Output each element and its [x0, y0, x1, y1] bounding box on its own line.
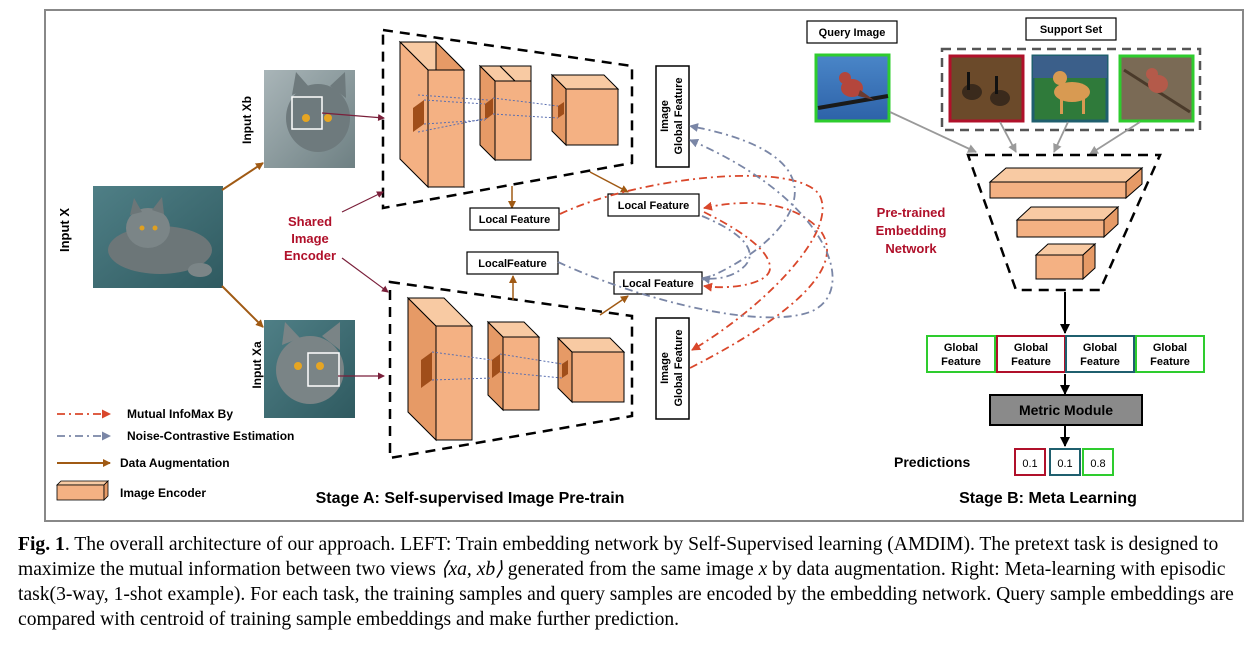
cat-photo-icon: [93, 186, 223, 288]
bottom-global-feature-line2: Global Feature: [673, 329, 685, 406]
embedding-network-frame: [966, 153, 1162, 292]
shared-encoder-line3: Encoder: [284, 248, 336, 263]
top-global-feature-line1: Image: [659, 100, 671, 132]
global-feature-box-3-line1: Global: [1083, 342, 1117, 354]
caption-part3: by data augmentation. Right: Meta-learni…: [18, 559, 1234, 630]
crop-link-top: [321, 112, 385, 122]
input-x-label: Input X: [57, 208, 72, 252]
top-encoder-blocks: [398, 40, 620, 189]
caption-math-x: x: [758, 559, 768, 580]
global-feature-box-4-line2: Feature: [1150, 356, 1190, 368]
global-feature-box-4-line1: Global: [1153, 342, 1187, 354]
mutual-infomax-arrows: [559, 174, 828, 369]
pretrained-line3: Network: [885, 241, 937, 256]
prediction-box-3: 0.8: [1082, 448, 1114, 476]
input-xb-label: Input Xb: [240, 96, 254, 144]
predictions-label: Predictions: [894, 454, 970, 470]
query-image-label-box: [806, 20, 898, 44]
architecture-diagram: Input X Input Xb Input Xa: [44, 9, 1244, 522]
bottom-global-feature-line1: Image: [659, 352, 671, 384]
prediction-box-2: 0.1: [1049, 448, 1081, 476]
metric-module-label: Metric Module: [1019, 402, 1113, 418]
dog-photo-icon: [1031, 54, 1109, 123]
prediction-value-3: 0.8: [1090, 458, 1105, 470]
top-global-feature-line2: Global Feature: [673, 77, 685, 154]
input-xa-label: Input Xa: [250, 341, 264, 389]
metric-module-box: [989, 394, 1143, 426]
caption-math-views: ⟨xa, xb⟩: [440, 559, 503, 580]
cat-xb-photo-icon: [264, 70, 355, 168]
bottom-local-feature-2-label: Local Feature: [622, 278, 694, 290]
top-local-feature-2: [607, 193, 700, 217]
shared-link-top: [341, 191, 384, 213]
shared-encoder-line2: Image: [291, 231, 329, 246]
figure-caption: Fig. 1. The overall architecture of our …: [18, 532, 1246, 632]
stage-a-title: Stage A: Self-supervised Image Pre-train: [316, 490, 625, 507]
support-set-frame: [940, 47, 1202, 132]
legend-data-augmentation: Data Augmentation: [120, 456, 230, 470]
bottom-local-feature-1: [466, 251, 559, 275]
bird-support-photo-icon: [1118, 54, 1195, 123]
pretrained-line1: Pre-trained: [877, 205, 946, 220]
caption-part2: generated from the same image: [502, 559, 759, 580]
figure-frame: [44, 9, 1244, 522]
shared-encoder-line1: Shared: [288, 214, 332, 229]
stage-b-title: Stage B: Meta Learning: [959, 490, 1137, 507]
pretrained-line2: Embedding: [876, 223, 947, 238]
top-encoder-frame: [381, 28, 634, 210]
query-image-label: Query Image: [819, 27, 886, 39]
nce-arrows: [557, 123, 834, 319]
global-feature-box-2-line2: Feature: [1011, 356, 1051, 368]
bottom-encoder-blocks: [406, 296, 626, 442]
legend-mutual-line1: Mutual InfoMax By: [127, 407, 233, 421]
caption-label: Fig. 1: [18, 534, 65, 555]
shared-link-bottom: [341, 257, 389, 293]
prediction-value-1: 0.1: [1022, 458, 1037, 470]
bottom-encoder-frame: [388, 280, 634, 460]
global-feature-box-1-line1: Global: [944, 342, 978, 354]
cat-xa-photo-icon: [264, 320, 355, 418]
top-global-feature-box: [655, 65, 690, 168]
bottom-local-feature-1-label: LocalFeature: [478, 258, 546, 270]
bottom-global-feature-box: [655, 317, 690, 420]
bottom-local-arrow-2: [599, 295, 629, 316]
legend-image-encoder: Image Encoder: [120, 486, 206, 500]
legend-mutual-line2: Noise-Contrastive Estimation: [127, 429, 294, 443]
global-feature-box-3-line2: Feature: [1080, 356, 1120, 368]
global-feature-box-1-line2: Feature: [941, 356, 981, 368]
caption-part1: . The overall architecture of our approa…: [18, 534, 1219, 580]
global-feature-boxes: GlobalFeatureGlobalFeatureGlobalFeatureG…: [926, 335, 1205, 373]
support-set-label-box: [1025, 17, 1117, 41]
geese-photo-icon: [948, 54, 1025, 123]
augmentation-arrow-bottom: [221, 285, 264, 328]
top-local-feature-1-label: Local Feature: [479, 214, 551, 226]
augmentation-arrow-top: [221, 162, 264, 191]
top-local-feature-1: [469, 207, 560, 231]
global-feature-box-2-line1: Global: [1014, 342, 1048, 354]
bird-photo-icon: [814, 53, 891, 123]
legend: Mutual InfoMax By Noise-Contrastive Esti…: [56, 407, 294, 501]
legend-encoder-block-icon: [56, 480, 109, 501]
prediction-boxes: 0.1 0.1 0.8: [1014, 448, 1114, 476]
embedding-network-blocks: [988, 166, 1144, 281]
embedding-input-arrows: [889, 111, 1141, 155]
prediction-value-2: 0.1: [1057, 458, 1072, 470]
prediction-box-1: 0.1: [1014, 448, 1046, 476]
top-local-feature-2-label: Local Feature: [618, 200, 690, 212]
support-set-label: Support Set: [1040, 24, 1103, 36]
top-local-arrow-2: [589, 171, 629, 193]
